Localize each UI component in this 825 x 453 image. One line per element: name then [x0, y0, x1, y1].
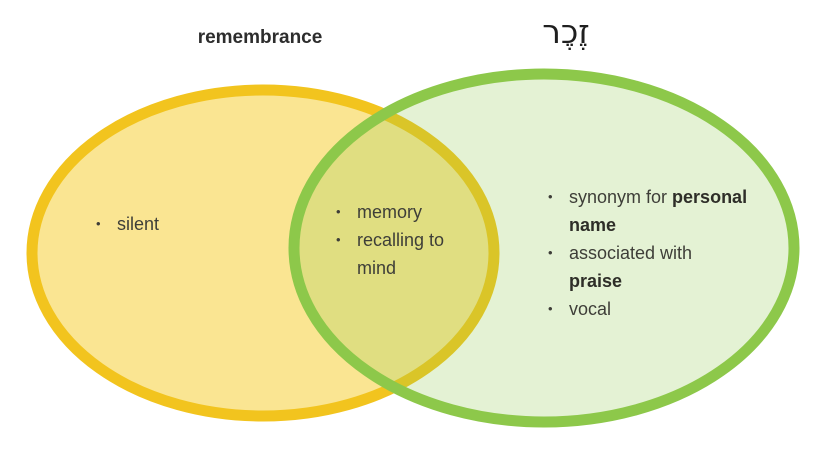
list-item-text: memory — [357, 198, 464, 226]
item-text-normal: recalling to mind — [357, 230, 445, 278]
bullet-icon: • — [548, 245, 553, 260]
bullet-icon: • — [336, 204, 341, 219]
right-circle-title-hebrew: זֶכֶר — [542, 12, 590, 51]
right-circle-shape — [288, 68, 800, 428]
bullet-icon: • — [548, 301, 553, 316]
list-item: • associated with praise — [548, 239, 748, 295]
list-item-text: synonym for personal name — [569, 183, 748, 239]
left-region-list: • silent — [96, 210, 246, 238]
overlap-region-list: • memory • recalling to mind — [336, 198, 464, 282]
item-text-normal: silent — [117, 214, 160, 234]
list-item: • silent — [96, 210, 246, 238]
item-text-normal: memory — [357, 202, 423, 222]
bullet-icon: • — [96, 216, 101, 231]
item-text-bold: personal name — [569, 187, 748, 235]
list-item-text: silent — [117, 210, 246, 238]
left-circle-title: remembrance — [197, 27, 323, 48]
list-item: • synonym for personal name — [548, 183, 748, 239]
list-item-text: vocal — [569, 295, 748, 323]
bullet-icon: • — [336, 232, 341, 247]
list-item-text: recalling to mind — [357, 226, 464, 282]
item-text-normal: synonym for — [569, 187, 673, 207]
item-text-normal: vocal — [569, 299, 612, 319]
left-circle-shape — [26, 84, 500, 422]
list-item-text: associated with praise — [569, 239, 748, 295]
bullet-icon: • — [548, 189, 553, 204]
right-region-list: • synonym for personal name • associated… — [548, 183, 748, 323]
item-text-normal: associated with — [569, 243, 693, 263]
list-item: • vocal — [548, 295, 748, 323]
list-item: • memory — [336, 198, 464, 226]
list-item: • recalling to mind — [336, 226, 464, 282]
item-text-bold: praise — [569, 271, 623, 291]
